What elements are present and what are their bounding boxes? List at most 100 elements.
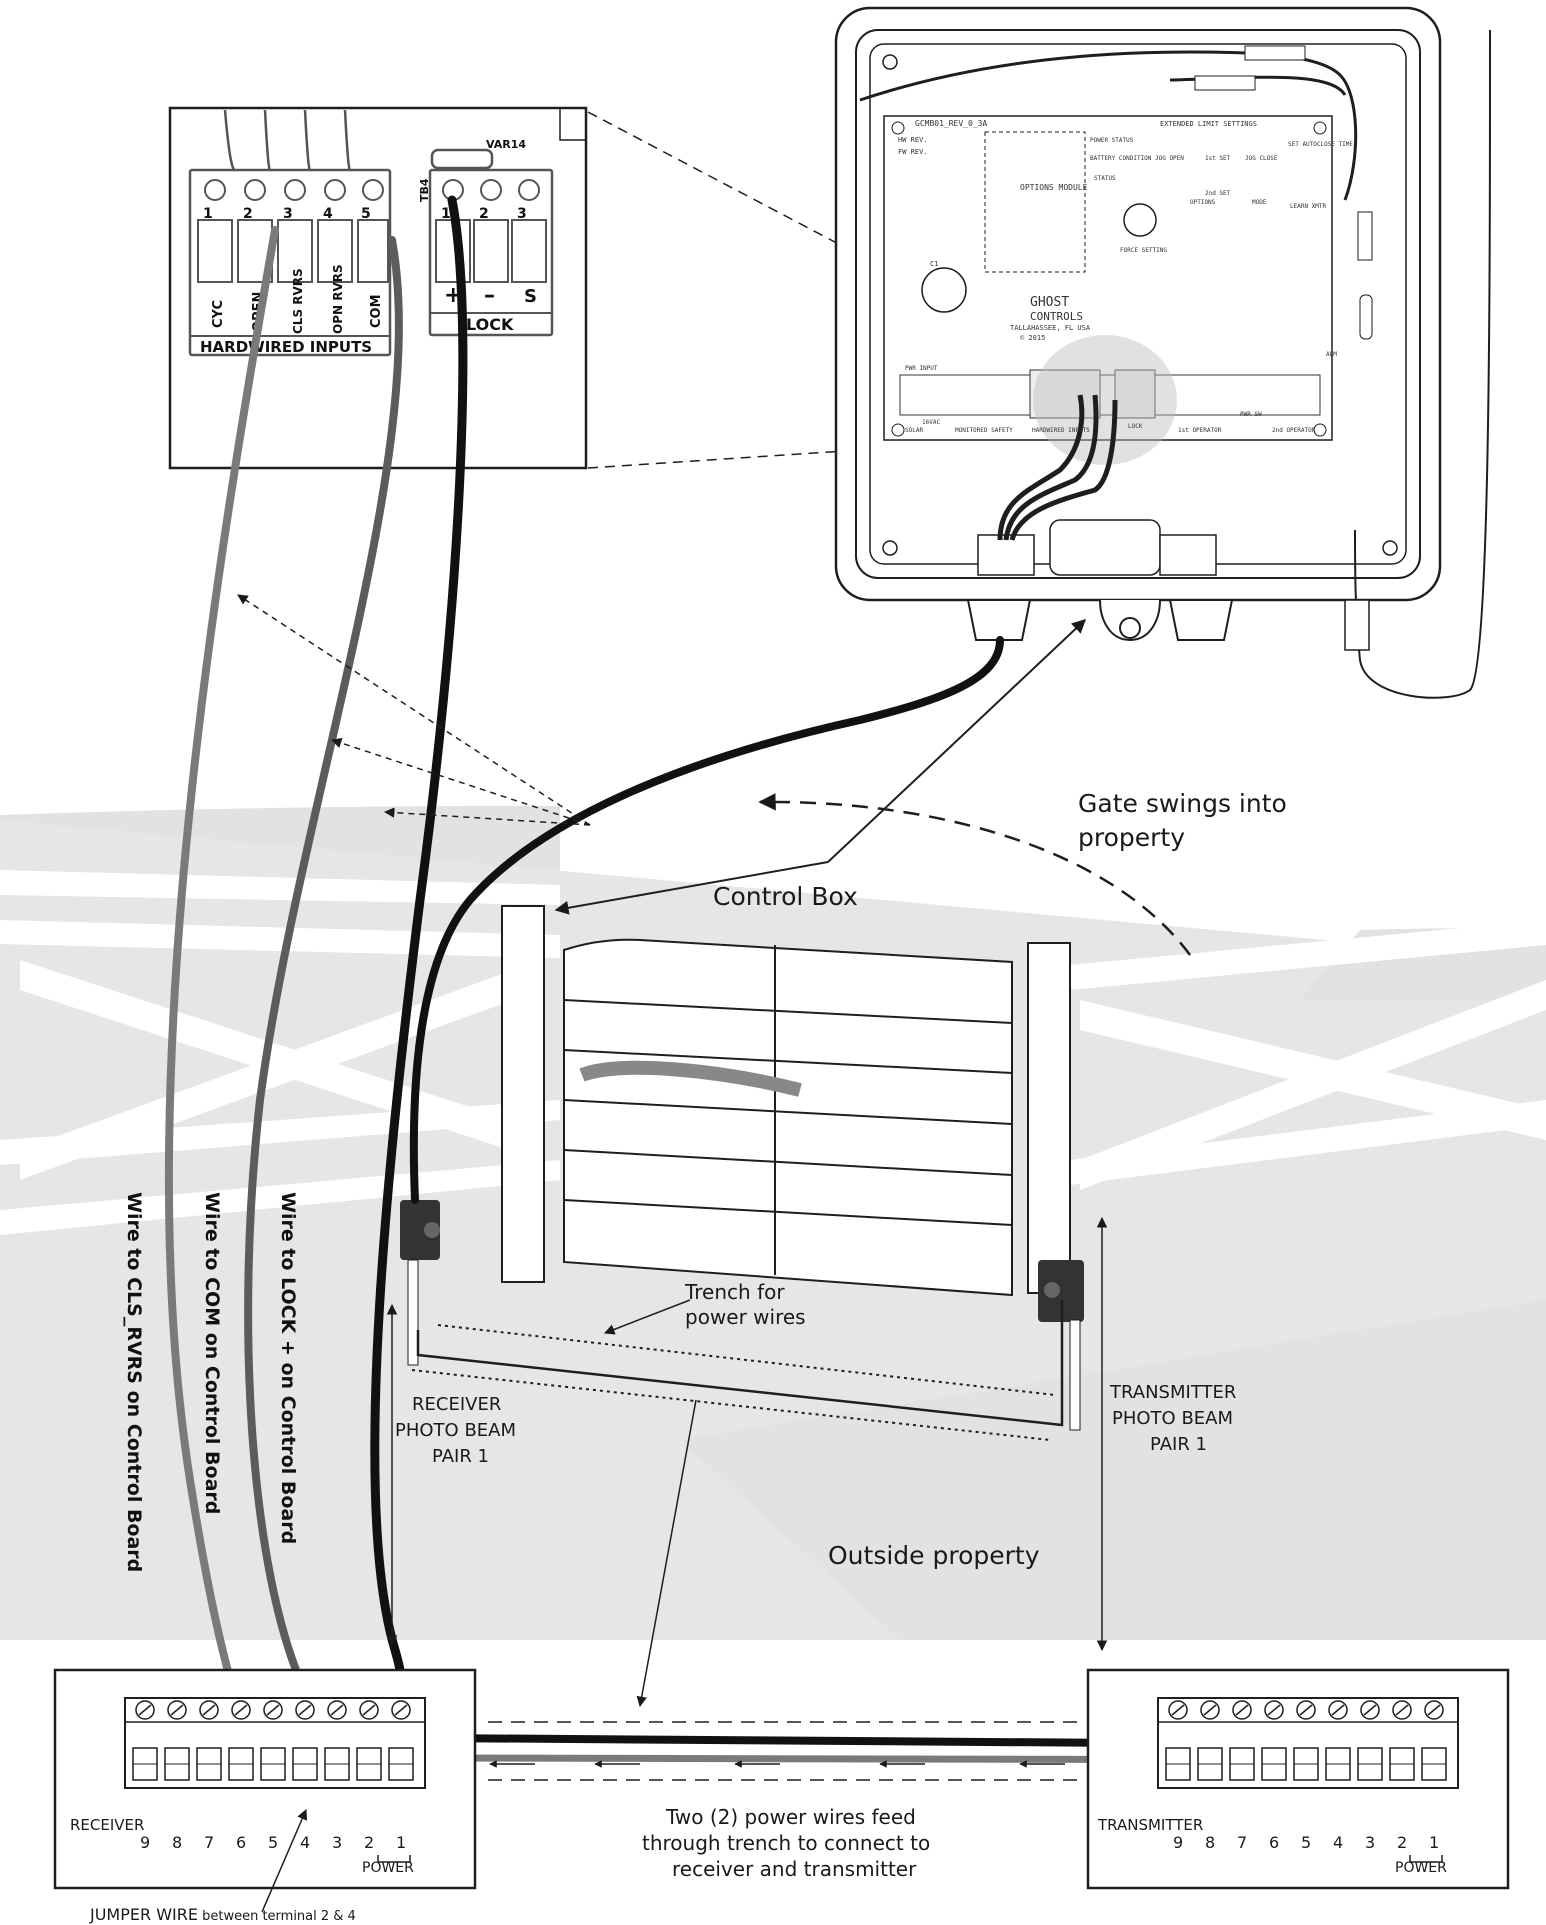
lock-terminal-number: 2 [479, 206, 489, 222]
callouts: Gate swings into property Control Box Tr… [89, 789, 1287, 1924]
terminal-inset [168, 106, 588, 470]
terminal-screw-slot [1395, 1704, 1409, 1716]
terminal-number: 2 [364, 1833, 374, 1852]
power-feed-label-3: receiver and transmitter [672, 1857, 917, 1881]
terminal-number: 7 [204, 1833, 214, 1852]
second-set: 2nd SET [1205, 190, 1231, 197]
board-labels: GCMB01_REV_0_3A HW REV. FW REV. OPTIONS … [898, 119, 1353, 434]
terminal-screw-slot [394, 1704, 408, 1716]
jog-close: JOG CLOSE [1245, 155, 1278, 162]
hw-terminal-number: 4 [323, 206, 333, 222]
terminal-number: 8 [172, 1833, 182, 1852]
lock-terminal-number: 3 [517, 206, 527, 222]
arrows [237, 594, 1192, 1913]
wire-label-lock: Wire to LOCK + on Control Board [277, 1192, 299, 1544]
receiver-screws [135, 1700, 411, 1720]
terminal-screw-slot [1171, 1704, 1185, 1716]
wire-label-com: Wire to COM on Control Board [201, 1192, 223, 1514]
transmitter-pb-label-3: PAIR 1 [1150, 1434, 1207, 1455]
trench-label-2: power wires [685, 1305, 806, 1329]
jog-open: JOG OPEN [1155, 155, 1184, 162]
transmitter-screws [1168, 1700, 1444, 1720]
receiver-pb-label: RECEIVER [412, 1394, 501, 1415]
brand-city: TALLAHASSEE, FL USA [1010, 324, 1091, 332]
transmitter-terminal-slots [1165, 1747, 1447, 1781]
wire-label-cls-rvrs: Wire to CLS_RVRS on Control Board [123, 1192, 145, 1572]
terminal-screw-slot [202, 1704, 216, 1716]
control-box [834, 6, 1491, 699]
power-status: POWER STATUS [1090, 137, 1134, 144]
terminal-number: 1 [1429, 1833, 1439, 1852]
hw-terminal-number: 1 [203, 206, 213, 222]
terminal-number: 8 [1205, 1833, 1215, 1852]
terminal-screw-slot [234, 1704, 248, 1716]
inset-hw-names: CYC OPEN CLS RVRS OPN RVRS COM HARDWIRED… [200, 264, 384, 356]
fw-rev: FW REV. [898, 148, 928, 156]
options-label: OPTIONS [1190, 199, 1216, 206]
trench-lines-bottom [488, 1721, 1085, 1781]
board-first-operator: 1st OPERATOR [1178, 427, 1222, 434]
battery-condition: BATTERY CONDITION [1090, 155, 1152, 162]
terminal-number: 5 [268, 1833, 278, 1852]
gate [501, 905, 1071, 1297]
transmitter-title: TRANSMITTER [1097, 1816, 1203, 1834]
board-solar: SOLAR [905, 427, 923, 434]
trench-label: Trench for [684, 1280, 785, 1304]
mode-label: MODE [1252, 199, 1267, 206]
outside-property-label: Outside property [828, 1541, 1040, 1570]
ground-background [0, 805, 1546, 1640]
terminal-screw-slot [138, 1704, 152, 1716]
terminal-screw-slot [1203, 1704, 1217, 1716]
jumper-detail: between terminal 2 & 4 [198, 1909, 356, 1924]
power-feed-label-2: through trench to connect to [642, 1831, 930, 1855]
status-label: STATUS [1094, 175, 1116, 182]
hw-terminal-number: 5 [361, 206, 371, 222]
terminal-number: 7 [1237, 1833, 1247, 1852]
var-label: VAR14 [486, 138, 526, 151]
board-vac: 16VAC [922, 419, 940, 426]
control-box-label: Control Box [713, 882, 858, 911]
terminal-screw-slot [1267, 1704, 1281, 1716]
ext-limit-settings: EXTENDED LIMIT SETTINGS [1160, 120, 1257, 128]
brand-year: © 2015 [1020, 334, 1045, 342]
terminal-screw-slot [298, 1704, 312, 1716]
options-module: OPTIONS MODULE [1020, 183, 1088, 192]
transmitter-pb-label-2: PHOTO BEAM [1112, 1408, 1233, 1429]
terminal-screw-slot [1331, 1704, 1345, 1716]
gate-swings-label-2: property [1078, 823, 1185, 852]
board-second-operator: 2nd OPERATOR [1272, 427, 1316, 434]
hw-rev: HW REV. [898, 136, 928, 144]
terminal-number: 9 [140, 1833, 150, 1852]
terminal-screw-slot [1363, 1704, 1377, 1716]
board-monitored-safety: MONITORED SAFETY [955, 427, 1013, 434]
learn-xmtr: LEARN XMTR [1290, 203, 1327, 210]
board-part-number: GCMB01_REV_0_3A [915, 119, 987, 128]
brand-controls: CONTROLS [1030, 310, 1083, 323]
lock-symbol: S [524, 286, 537, 307]
receiver-power-label: POWER [362, 1860, 414, 1876]
transmitter-pb-label: TRANSMITTER [1109, 1382, 1236, 1403]
terminal-screw-slot [330, 1704, 344, 1716]
terminal-number: 1 [396, 1833, 406, 1852]
transmitter-photo-beam [1038, 1260, 1084, 1431]
receiver-title: RECEIVER [70, 1816, 144, 1834]
jumper-wire-label: JUMPER WIRE between terminal 2 & 4 [89, 1905, 356, 1924]
terminal-number: 2 [1397, 1833, 1407, 1852]
tb-label: TB4 [418, 178, 431, 202]
brand-ghost: GHOST [1030, 295, 1069, 310]
terminal-screw-slot [1299, 1704, 1313, 1716]
hw-terminal-name: COM [369, 294, 384, 328]
lock-terminal-number: 1 [441, 206, 451, 222]
transmitter-power-label: POWER [1395, 1860, 1447, 1876]
trench [411, 1300, 1064, 1441]
receiver-pb-label-2: PHOTO BEAM [395, 1420, 516, 1441]
board-pwr-sw: PWR SW [1240, 411, 1262, 418]
terminal-screw-slot [1235, 1704, 1249, 1716]
hw-terminal-number: 3 [283, 206, 293, 222]
